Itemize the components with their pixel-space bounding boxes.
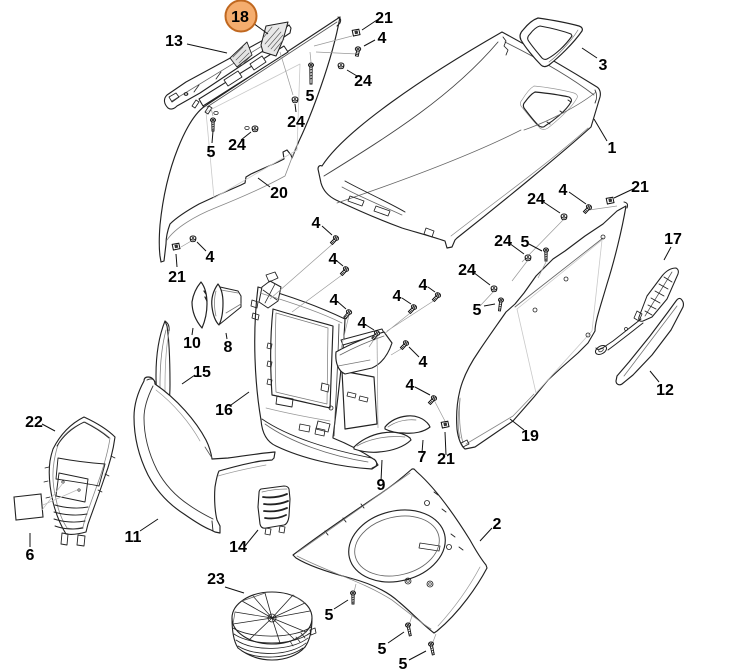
svg-text:19: 19 (521, 428, 539, 445)
svg-text:11: 11 (125, 529, 142, 546)
svg-text:4: 4 (330, 292, 339, 309)
svg-text:5: 5 (378, 641, 387, 658)
svg-text:14: 14 (229, 539, 247, 556)
svg-text:6: 6 (26, 547, 35, 564)
svg-text:15: 15 (193, 364, 211, 381)
svg-text:21: 21 (168, 269, 186, 286)
svg-text:4: 4 (393, 288, 402, 305)
svg-text:4: 4 (378, 30, 387, 47)
svg-text:2: 2 (493, 516, 502, 533)
svg-text:5: 5 (473, 302, 482, 319)
svg-text:12: 12 (656, 382, 674, 399)
svg-text:7: 7 (418, 449, 427, 466)
svg-text:4: 4 (329, 251, 338, 268)
svg-text:4: 4 (419, 277, 428, 294)
svg-text:5: 5 (207, 144, 216, 161)
svg-text:4: 4 (206, 249, 215, 266)
svg-text:22: 22 (25, 414, 43, 431)
svg-text:1: 1 (608, 140, 617, 157)
svg-text:3: 3 (599, 57, 608, 74)
svg-text:24: 24 (494, 233, 512, 250)
svg-text:5: 5 (521, 234, 530, 251)
svg-text:5: 5 (325, 607, 334, 624)
svg-text:4: 4 (559, 182, 568, 199)
svg-text:24: 24 (228, 137, 246, 154)
svg-text:23: 23 (207, 571, 225, 588)
svg-text:8: 8 (224, 339, 233, 356)
svg-text:5: 5 (306, 88, 315, 105)
svg-text:10: 10 (183, 335, 201, 352)
svg-text:24: 24 (527, 191, 545, 208)
svg-text:20: 20 (270, 185, 288, 202)
svg-text:4: 4 (312, 215, 321, 232)
svg-text:24: 24 (287, 114, 305, 131)
svg-text:16: 16 (215, 402, 233, 419)
svg-text:17: 17 (664, 231, 682, 248)
svg-text:18: 18 (231, 9, 249, 26)
svg-text:21: 21 (437, 451, 455, 468)
svg-text:4: 4 (358, 315, 367, 332)
svg-text:4: 4 (419, 354, 428, 371)
svg-text:5: 5 (399, 656, 408, 671)
svg-text:4: 4 (406, 377, 415, 394)
svg-text:24: 24 (458, 262, 476, 279)
svg-text:13: 13 (165, 33, 183, 50)
svg-text:21: 21 (631, 179, 649, 196)
svg-text:21: 21 (375, 10, 393, 27)
svg-text:24: 24 (354, 73, 372, 90)
svg-text:9: 9 (377, 477, 386, 494)
